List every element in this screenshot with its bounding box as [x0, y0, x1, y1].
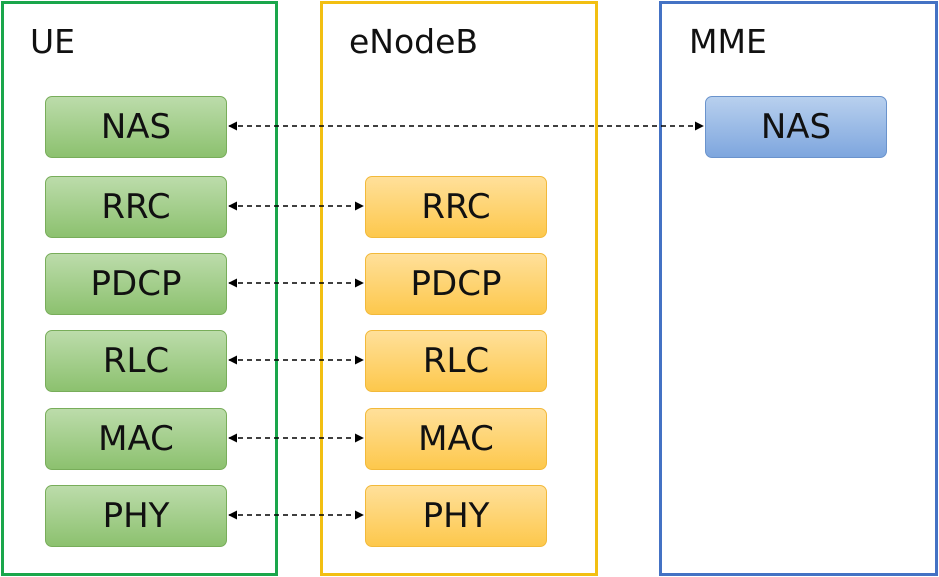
- ue-phy-layer: PHY: [45, 485, 227, 547]
- ue-rlc-layer: RLC: [45, 330, 227, 392]
- enodeb-rrc-layer: RRC: [365, 176, 547, 238]
- mme-title: MME: [689, 22, 767, 61]
- enodeb-phy-layer: PHY: [365, 485, 547, 547]
- ue-nas-layer: NAS: [45, 96, 227, 158]
- enodeb-rlc-layer: RLC: [365, 330, 547, 392]
- enodeb-title: eNodeB: [349, 22, 479, 61]
- ue-pdcp-layer: PDCP: [45, 253, 227, 315]
- ue-mac-layer: MAC: [45, 408, 227, 470]
- ue-rrc-layer: RRC: [45, 176, 227, 238]
- ue-title: UE: [30, 22, 76, 61]
- mme-nas-layer: NAS: [705, 96, 887, 158]
- enodeb-pdcp-layer: PDCP: [365, 253, 547, 315]
- enodeb-mac-layer: MAC: [365, 408, 547, 470]
